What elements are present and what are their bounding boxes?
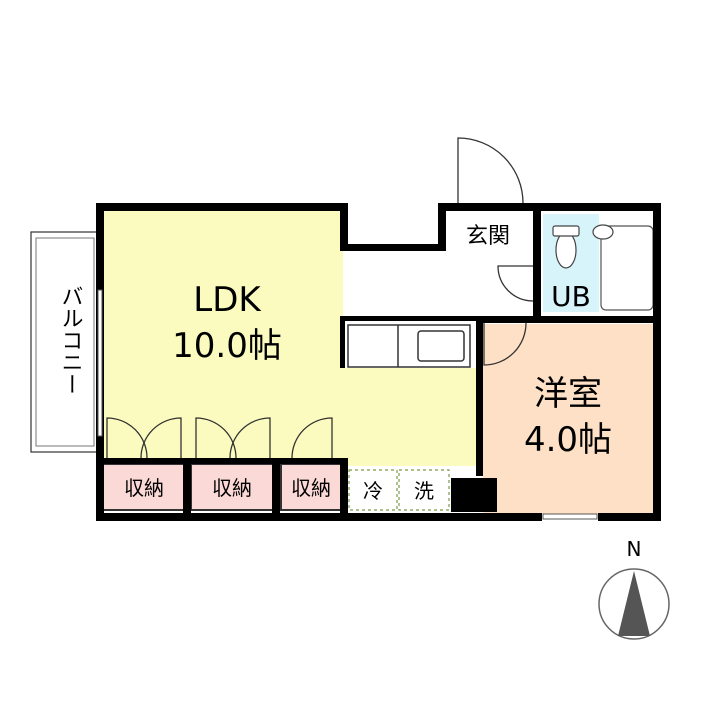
entrance-floor: [446, 212, 533, 254]
balcony-label: バルコニー: [58, 285, 83, 395]
entrance-name: 玄関: [466, 224, 510, 249]
north-arrow-icon: [618, 571, 650, 636]
bathtub: [600, 225, 654, 311]
compass-label: N: [627, 537, 642, 561]
doors: [106, 137, 534, 459]
storage-label-2: 収納: [212, 476, 252, 500]
pipe-shaft: [451, 478, 497, 512]
fridge-label: 冷: [363, 479, 383, 503]
fridge-space: [348, 469, 398, 511]
storage-label-3: 収納: [291, 476, 331, 500]
balcony: [30, 231, 99, 453]
toilet: [555, 231, 577, 269]
basin: [592, 224, 614, 240]
ldk-name: LDK: [193, 280, 262, 320]
storage-label-1: 収納: [124, 476, 164, 500]
ldk-size: 10.0帖: [172, 326, 282, 366]
sink: [417, 330, 465, 362]
corridor-floor: [343, 250, 539, 320]
kitchen-floor: [343, 368, 476, 466]
western-size: 4.0帖: [524, 420, 612, 460]
kitchen-counter: [347, 324, 471, 368]
ldk-floor: [103, 210, 343, 464]
washer-label: 洗: [414, 479, 434, 503]
washer-space: [398, 469, 450, 511]
western-floor: [483, 324, 655, 514]
western-name: 洋室: [534, 374, 602, 414]
compass: [598, 568, 670, 640]
bath-name: UB: [551, 280, 591, 313]
